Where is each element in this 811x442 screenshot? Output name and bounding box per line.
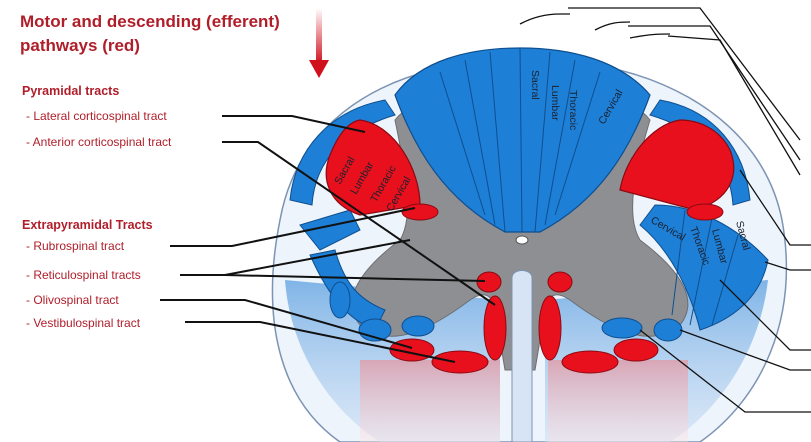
dorsal-lumbar-label: Lumbar: [549, 85, 561, 121]
right-rubrospinal-tract: [687, 204, 723, 220]
diagram-title-line2: pathways (red): [20, 36, 140, 55]
label-lateral-corticospinal: - Lateral corticospinal tract: [26, 109, 167, 123]
right-blue-oval-2: [654, 319, 682, 341]
label-anterior-corticospinal: - Anterior corticospinal tract: [26, 135, 172, 149]
right-vestibulospinal-tract: [562, 351, 618, 373]
down-arrow-icon: [309, 8, 329, 78]
ventral-median-fissure: [512, 271, 532, 442]
ventral-red-fade-right: [548, 360, 688, 442]
label-vestibulospinal: - Vestibulospinal tract: [26, 316, 141, 330]
pyramidal-heading: Pyramidal tracts: [22, 84, 119, 98]
bracket-fasciculus-cuneatus: [595, 22, 630, 30]
bracket-dorsal-spinocerebellar: [630, 34, 670, 38]
diagram-title-line1: Motor and descending (efferent): [20, 12, 280, 31]
left-reticulospinal-tract-small: [477, 272, 501, 292]
bracket-fasciculus-gracilis: [520, 14, 570, 24]
left-vestibulospinal-tract: [432, 351, 488, 373]
left-blue-oval-2: [402, 316, 434, 336]
dorsal-sacral-label: Sacral: [529, 70, 541, 100]
label-rubrospinal: - Rubrospinal tract: [26, 239, 125, 253]
ventral-red-fade-left: [360, 360, 500, 442]
left-anterior-corticospinal-tract: [484, 296, 506, 360]
spinal-cord-cross-section: Sacral Lumbar Thoracic Cervical Sacral L…: [273, 48, 787, 442]
label-olivospinal: - Olivospinal tract: [26, 293, 119, 307]
right-blue-oval-1: [602, 318, 642, 338]
right-anterior-corticospinal-tract: [539, 296, 561, 360]
left-blue-oval-3: [330, 282, 350, 318]
label-reticulospinal: - Reticulospinal tracts: [26, 268, 141, 282]
right-reticulospinal-tract-small: [548, 272, 572, 292]
extrapyramidal-heading: Extrapyramidal Tracts: [22, 218, 153, 232]
dorsal-thoracic-label: Thoracic: [567, 90, 579, 130]
central-canal: [516, 236, 528, 244]
right-olivospinal-tract: [614, 339, 658, 361]
left-rubrospinal-tract: [402, 204, 438, 220]
